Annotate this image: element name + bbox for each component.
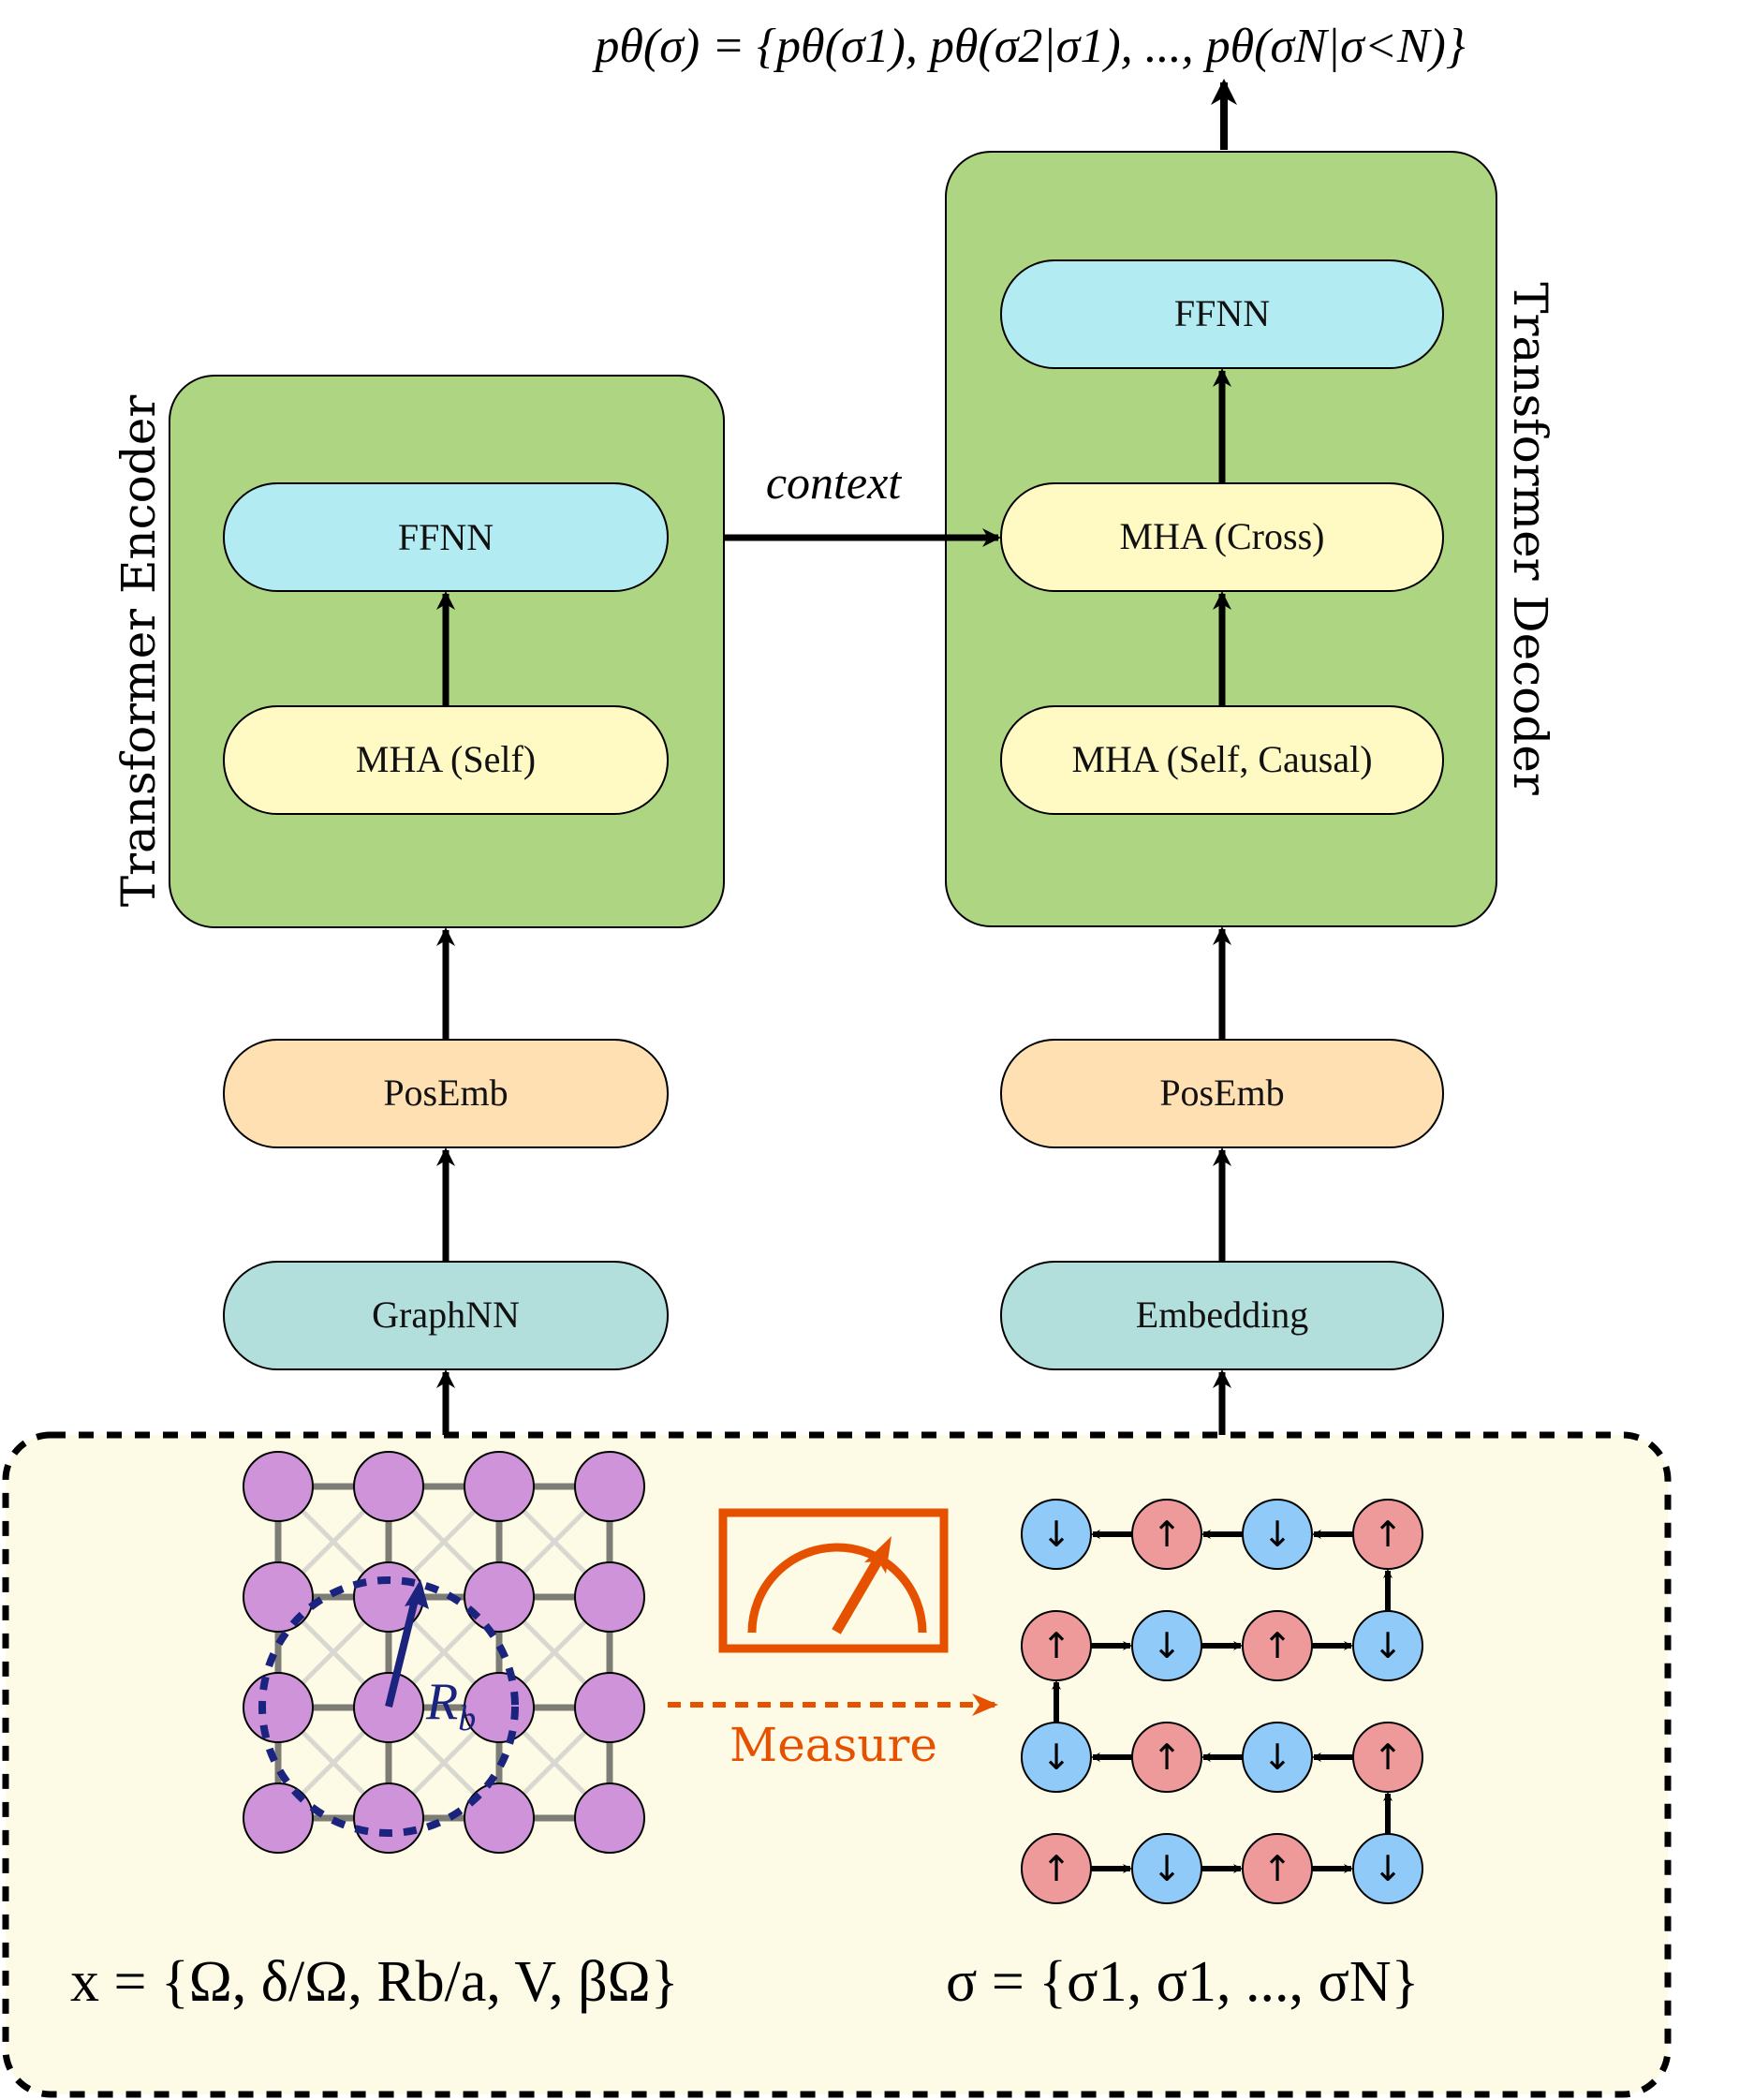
spin-up	[1242, 1833, 1313, 1904]
spin-up	[1021, 1833, 1092, 1904]
spin-down	[1131, 1833, 1202, 1904]
blockade-radius-label: Rb	[425, 1673, 476, 1738]
atom	[574, 1451, 645, 1522]
measurement-meter-icon	[718, 1508, 949, 1653]
decoder-posemb-label: PosEmb	[1159, 1072, 1284, 1114]
spin-down-arrow-icon: ↓	[1262, 1514, 1292, 1555]
spin-down-arrow-icon: ↓	[1152, 1625, 1182, 1666]
graphnn-label: GraphNN	[372, 1294, 520, 1336]
spin-down-arrow-icon: ↓	[1373, 1848, 1403, 1889]
atom	[464, 1782, 535, 1854]
spin-down	[1131, 1610, 1202, 1681]
encoder-mha-self-label: MHA (Self)	[356, 738, 536, 780]
blockade-radius-arrowhead	[405, 1579, 429, 1609]
spin-down	[1352, 1610, 1423, 1681]
spin-up-arrow-icon: ↑	[1262, 1848, 1292, 1889]
lattice-cross-hatch	[278, 1486, 610, 1818]
spin-up-arrow-icon: ↑	[1152, 1737, 1182, 1778]
embedding-label: Embedding	[1136, 1294, 1308, 1336]
spin-up-arrow-icon: ↑	[1041, 1625, 1071, 1666]
x-parameters-formula: x = {Ω, δ/Ω, Rb/a, V, βΩ}	[70, 1950, 678, 2014]
decoder-mha-cross-label: MHA (Cross)	[1120, 515, 1325, 557]
spin-up	[1352, 1722, 1423, 1793]
spin-up	[1352, 1499, 1423, 1570]
blockade-radius-circle	[258, 1576, 519, 1837]
atom	[574, 1672, 645, 1743]
atom	[464, 1672, 535, 1743]
context-label: context	[766, 456, 902, 509]
spin-down-arrow-icon: ↓	[1041, 1737, 1071, 1778]
atom	[464, 1561, 535, 1633]
spin-up-arrow-icon: ↑	[1373, 1514, 1403, 1555]
spin-up-arrow-icon: ↑	[1262, 1625, 1292, 1666]
transformer-encoder-title: Transformer Encoder	[111, 395, 166, 908]
atom	[353, 1672, 424, 1743]
spin-up	[1131, 1499, 1202, 1570]
spin-down-arrow-icon: ↓	[1373, 1625, 1403, 1666]
spin-down	[1021, 1722, 1092, 1793]
atom	[243, 1672, 314, 1743]
spin-up	[1242, 1610, 1313, 1681]
spin-down	[1242, 1722, 1313, 1793]
atom	[464, 1451, 535, 1522]
atom	[353, 1451, 424, 1522]
spin-up-arrow-icon: ↑	[1152, 1514, 1182, 1555]
transformer-decoder-title: Transformer Decoder	[1503, 282, 1557, 795]
measure-label: Measure	[729, 1718, 937, 1772]
atom	[574, 1561, 645, 1633]
blockade-radius-arrow	[385, 1591, 420, 1708]
spin-down	[1021, 1499, 1092, 1570]
sigma-configuration-formula: σ = {σ1, σ1, ..., σN}	[946, 1950, 1419, 2014]
decoder-mha-self-causal-label: MHA (Self, Causal)	[1071, 738, 1372, 780]
spin-up-arrow-icon: ↑	[1373, 1737, 1403, 1778]
atom	[243, 1561, 314, 1633]
spin-down-arrow-icon: ↓	[1262, 1737, 1292, 1778]
spin-down	[1242, 1499, 1313, 1570]
encoder-ffnn-label: FFNN	[398, 516, 494, 558]
output-distribution-formula: pθ(σ) = {pθ(σ1), pθ(σ2|σ1), ..., pθ(σN|σ…	[591, 20, 1466, 73]
spin-down-arrow-icon: ↓	[1041, 1514, 1071, 1555]
spin-up	[1021, 1610, 1092, 1681]
spin-configuration: ↓ ↑ ↓ ↑ ↑ ↓ ↑ ↓ ↓ ↑ ↓ ↑ ↑ ↓ ↑ ↓	[1021, 1499, 1423, 1904]
atom	[353, 1782, 424, 1854]
encoder-posemb-label: PosEmb	[383, 1072, 508, 1114]
atom	[243, 1451, 314, 1522]
spin-up-arrow-icon: ↑	[1041, 1848, 1071, 1889]
atom	[574, 1782, 645, 1854]
atom-lattice	[243, 1451, 645, 1854]
spin-down	[1352, 1833, 1423, 1904]
atom	[243, 1782, 314, 1854]
decoder-ffnn-label: FFNN	[1174, 292, 1270, 334]
spin-down-arrow-icon: ↓	[1152, 1848, 1182, 1889]
spin-up	[1131, 1722, 1202, 1793]
